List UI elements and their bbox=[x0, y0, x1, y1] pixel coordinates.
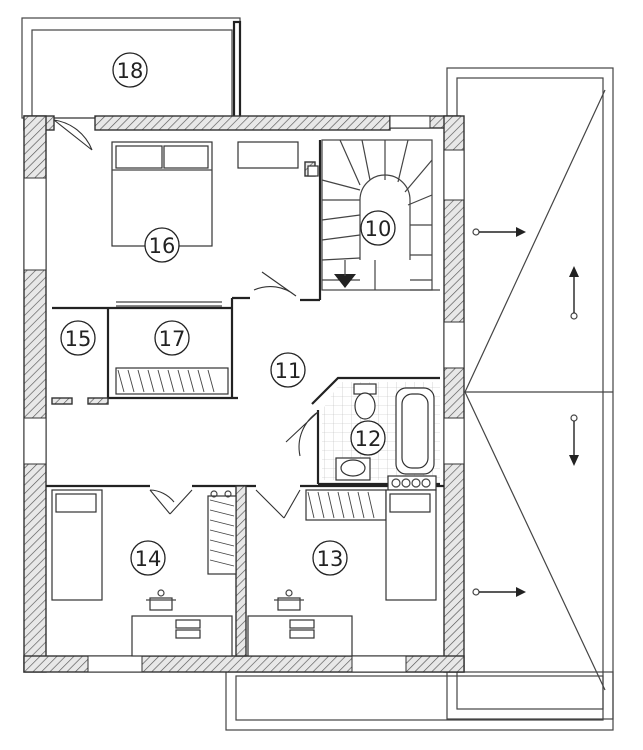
room-badge-15: 15 bbox=[60, 320, 96, 356]
exterior-walls bbox=[23, 115, 465, 673]
svg-text:16: 16 bbox=[149, 234, 176, 258]
room-badge-10: 10 bbox=[360, 210, 396, 246]
wardrobe-14 bbox=[207, 490, 237, 575]
wardrobe-13 bbox=[305, 489, 387, 521]
room-badge-14: 14 bbox=[130, 540, 166, 576]
svg-text:17: 17 bbox=[159, 327, 186, 351]
svg-text:10: 10 bbox=[365, 217, 392, 241]
room-badge-16: 16 bbox=[144, 227, 180, 263]
stair-down-arrow-icon bbox=[334, 274, 356, 288]
wardrobe-17 bbox=[115, 301, 229, 395]
toilet-icon bbox=[353, 383, 377, 420]
desk-lamp-icon bbox=[274, 589, 304, 611]
flow-arrow-right-icon bbox=[472, 227, 526, 237]
bed-icon-14 bbox=[51, 489, 103, 601]
bottom-terrace bbox=[225, 671, 614, 731]
roof-terrace bbox=[446, 67, 614, 720]
flow-arrow-right-icon bbox=[472, 587, 526, 597]
svg-text:13: 13 bbox=[317, 547, 344, 571]
svg-text:18: 18 bbox=[117, 59, 144, 83]
nightstand bbox=[307, 165, 319, 177]
sink-icon bbox=[335, 457, 371, 481]
desk-lamp-icon bbox=[146, 589, 176, 611]
desk-14 bbox=[131, 589, 233, 657]
room-badge-13: 13 bbox=[312, 540, 348, 576]
flow-arrow-up-icon bbox=[569, 266, 579, 320]
doors bbox=[53, 119, 319, 519]
room-badge-18: 18 bbox=[112, 52, 148, 88]
bed-icon-13 bbox=[385, 489, 437, 601]
dresser bbox=[237, 141, 299, 169]
flow-arrow-down-icon bbox=[569, 414, 579, 466]
svg-text:14: 14 bbox=[135, 547, 162, 571]
staircase-10 bbox=[321, 139, 440, 291]
svg-text:15: 15 bbox=[65, 327, 92, 351]
desk-13 bbox=[247, 589, 353, 657]
svg-text:12: 12 bbox=[355, 427, 382, 451]
svg-text:11: 11 bbox=[275, 359, 302, 383]
room-badge-17: 17 bbox=[154, 320, 190, 356]
room-badge-12: 12 bbox=[350, 420, 386, 456]
room-badge-11: 11 bbox=[270, 352, 306, 388]
stove-icon bbox=[387, 475, 437, 491]
